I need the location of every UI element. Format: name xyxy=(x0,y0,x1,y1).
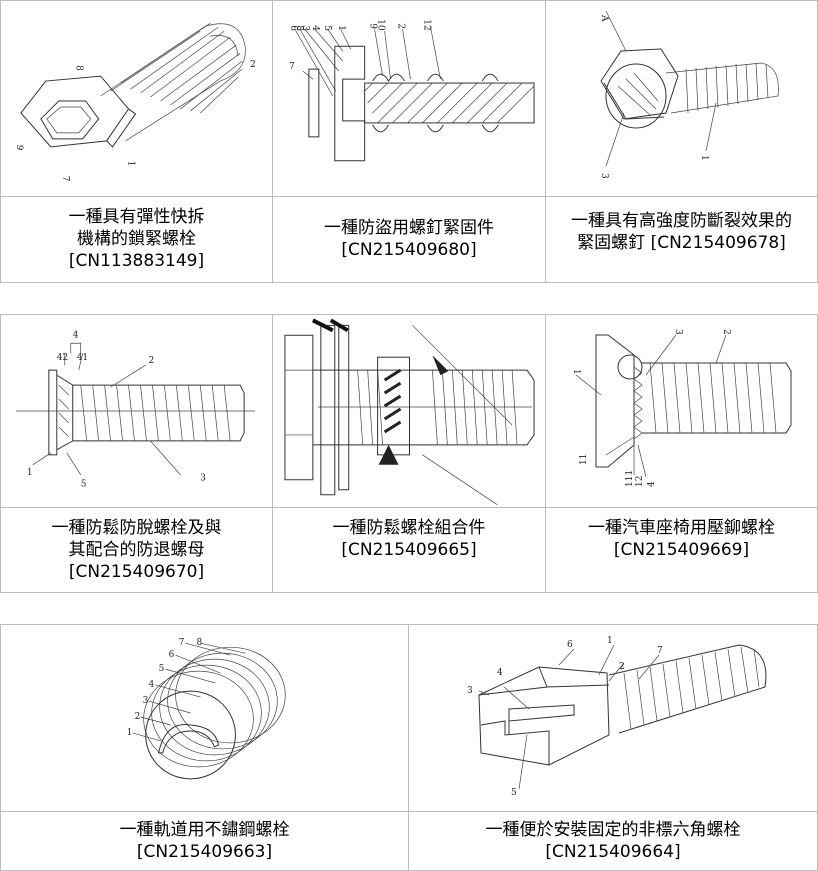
patent-title-line: 機構的鎖緊螺栓 xyxy=(77,228,196,250)
callout-1: 1 xyxy=(699,155,709,161)
callout-111: 111 xyxy=(625,470,635,487)
callout-4: 4 xyxy=(647,481,657,487)
callout-5: 5 xyxy=(81,480,87,490)
callout-a: A xyxy=(599,14,609,22)
callout-2: 2 xyxy=(135,712,141,722)
patent-number: [CN215409664] xyxy=(545,841,680,863)
callout-1: 1 xyxy=(336,25,346,31)
patent-drawing: 1 3 2 11 111 12 4 xyxy=(546,315,817,508)
callout-11: 11 xyxy=(579,454,589,465)
patent-row-2: 4 42 41 2 1 5 3 一種防鬆防脫螺栓及與 其配合的防退螺母 [CN2… xyxy=(0,314,818,593)
callout-12: 12 xyxy=(421,19,431,30)
patent-number: [CN215409663] xyxy=(137,841,272,863)
patent-card-cn215409663[interactable]: 7 8 6 5 4 3 2 1 一種軌道用不鏽鋼螺栓 [CN215409663] xyxy=(1,625,409,870)
callout-7: 7 xyxy=(657,646,663,656)
callout-3: 3 xyxy=(200,474,206,484)
callout-3: 3 xyxy=(599,173,609,179)
patent-number: [CN215409669] xyxy=(614,539,749,561)
patent-caption: 一種具有彈性快拆 機構的鎖緊螺栓 [CN113883149] xyxy=(1,196,272,282)
callout-6: 6 xyxy=(567,640,573,650)
callout-2: 2 xyxy=(721,329,731,335)
callout-4: 4 xyxy=(310,25,320,31)
callout-2: 2 xyxy=(148,356,154,366)
patent-caption: 一種具有高強度防斷裂效果的 緊固螺釘 [CN215409678] xyxy=(546,196,817,282)
patent-caption: 一種便於安裝固定的非標六角螺栓 [CN215409664] xyxy=(409,811,817,870)
callout-6: 6 xyxy=(16,144,27,152)
patent-title-line: 其配合的防退螺母 xyxy=(69,539,205,561)
patent-drawing: 8 2 6 7 1 xyxy=(1,1,272,197)
callout-2: 2 xyxy=(250,60,256,70)
patent-title-line: 一種便於安裝固定的非標六角螺栓 xyxy=(486,819,741,841)
callout-8: 8 xyxy=(197,638,203,648)
patent-row-1: 8 2 6 7 1 一種具有彈性快拆 機構的鎖緊螺栓 [CN113883149] xyxy=(0,0,818,283)
patent-number: [CN215409665] xyxy=(341,539,476,561)
callout-3: 3 xyxy=(143,696,149,706)
patent-card-cn215409669[interactable]: 1 3 2 11 111 12 4 一種汽車座椅用壓鉚螺栓 [CN2154096… xyxy=(546,315,817,592)
callout-2: 2 xyxy=(619,662,625,672)
patent-caption: 一種防鬆螺栓組合件 [CN215409665] xyxy=(273,507,545,592)
patent-title-line: 一種防鬆螺栓組合件 xyxy=(333,517,486,539)
patent-title-line: 一種防盜用螺釘緊固件 xyxy=(324,217,494,239)
patent-row-3: 7 8 6 5 4 3 2 1 一種軌道用不鏽鋼螺栓 [CN215409663] xyxy=(0,624,818,871)
callout-4: 4 xyxy=(73,330,79,340)
callout-2: 2 xyxy=(396,23,406,29)
patent-card-cn215409665[interactable]: 一種防鬆螺栓組合件 [CN215409665] xyxy=(273,315,546,592)
callout-4: 4 xyxy=(497,668,503,678)
callout-1: 1 xyxy=(127,728,133,738)
patent-card-cn113883149[interactable]: 8 2 6 7 1 一種具有彈性快拆 機構的鎖緊螺栓 [CN113883149] xyxy=(1,1,273,282)
patent-number: [CN215409680] xyxy=(341,239,476,261)
patent-card-cn215409664[interactable]: 6 1 2 7 4 3 5 一種便於安裝固定的非標六角螺栓 [CN2154096… xyxy=(409,625,817,870)
patent-card-cn215409680[interactable]: 6 8 3 4 5 1 9 10 2 12 7 一種防盜用螺釘緊固件 [CN21… xyxy=(273,1,546,282)
callout-5: 5 xyxy=(322,25,332,31)
callout-8: 8 xyxy=(74,65,84,71)
patent-title-line: 緊固螺釘 [CN215409678] xyxy=(577,232,786,254)
patent-caption: 一種軌道用不鏽鋼螺栓 [CN215409663] xyxy=(1,811,408,870)
patent-drawing: 6 8 3 4 5 1 9 10 2 12 7 xyxy=(273,1,545,197)
callout-7: 7 xyxy=(60,176,70,182)
callout-3: 3 xyxy=(467,686,473,696)
patent-title-line: 一種具有彈性快拆 xyxy=(69,206,205,228)
patent-caption: 一種防鬆防脫螺栓及與 其配合的防退螺母 [CN215409670] xyxy=(1,507,272,592)
callout-3: 3 xyxy=(673,329,683,335)
callout-1: 1 xyxy=(27,468,33,478)
patent-drawing: A 3 1 xyxy=(546,1,817,197)
patent-drawing: 4 42 41 2 1 5 3 xyxy=(1,315,272,508)
patent-drawing xyxy=(273,315,545,508)
callout-1: 1 xyxy=(607,636,613,646)
callout-5: 5 xyxy=(511,788,517,798)
callout-42: 42 xyxy=(57,353,68,363)
patent-number: [CN113883149] xyxy=(69,250,204,272)
patent-card-cn215409678[interactable]: A 3 1 一種具有高強度防斷裂效果的 緊固螺釘 [CN215409678] xyxy=(546,1,817,282)
patent-number: [CN215409670] xyxy=(69,561,204,583)
callout-4: 4 xyxy=(149,680,155,690)
patent-title-line: 一種防鬆防脫螺栓及與 xyxy=(52,517,222,539)
callout-7: 7 xyxy=(289,62,295,72)
patent-caption: 一種汽車座椅用壓鉚螺栓 [CN215409669] xyxy=(546,507,817,592)
callout-10: 10 xyxy=(376,19,386,31)
callout-5: 5 xyxy=(159,664,165,674)
callout-1: 1 xyxy=(126,161,136,167)
patent-card-cn215409670[interactable]: 4 42 41 2 1 5 3 一種防鬆防脫螺栓及與 其配合的防退螺母 [CN2… xyxy=(1,315,273,592)
callout-7: 7 xyxy=(179,638,185,648)
patent-title-line: 一種汽車座椅用壓鉚螺栓 xyxy=(588,517,775,539)
callout-6: 6 xyxy=(169,650,175,660)
patent-drawing: 7 8 6 5 4 3 2 1 xyxy=(1,625,408,812)
callout-3: 3 xyxy=(300,25,310,31)
patent-title-line: 一種具有高強度防斷裂效果的 xyxy=(571,210,792,232)
callout-12: 12 xyxy=(635,476,645,487)
callout-41: 41 xyxy=(77,353,88,363)
patent-title-line: 一種軌道用不鏽鋼螺栓 xyxy=(120,819,290,841)
patent-drawing: 6 1 2 7 4 3 5 xyxy=(409,625,817,812)
callout-1: 1 xyxy=(571,369,581,375)
patent-caption: 一種防盜用螺釘緊固件 [CN215409680] xyxy=(273,196,545,282)
